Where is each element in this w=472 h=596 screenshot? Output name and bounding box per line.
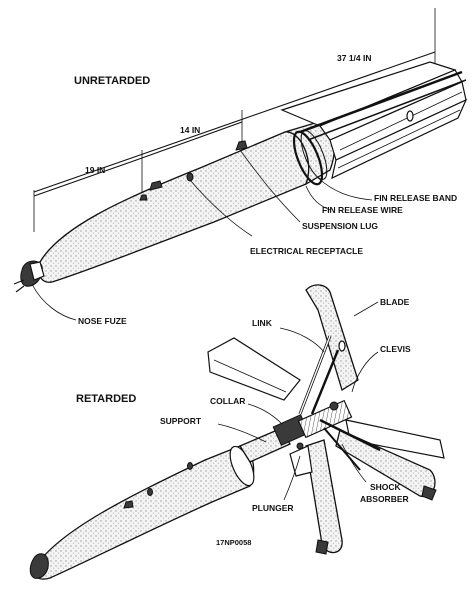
dimension-forward-line — [33, 157, 143, 197]
figure-code: 17NP0058 — [216, 538, 251, 547]
unretarded-view: UNRETARDED 37 1/4 IN 14 IN 19 IN — [13, 8, 468, 326]
label-suspension-lug: SUSPENSION LUG — [302, 221, 378, 231]
retarded-bomb-body — [29, 427, 291, 580]
unretarded-leaders — [31, 149, 373, 321]
dimension-lines — [33, 8, 436, 232]
dimension-overall-line — [33, 51, 436, 193]
retarder-assembly — [207, 284, 445, 555]
unretarded-tail-fins — [280, 61, 468, 180]
retarded-title: RETARDED — [76, 393, 136, 405]
retarded-leaders — [217, 301, 379, 501]
dimension-middle-line — [141, 121, 243, 159]
label-fin-release-band: FIN RELEASE BAND — [374, 193, 457, 203]
label-collar: COLLAR — [210, 396, 245, 406]
unretarded-bomb-body — [37, 119, 336, 283]
label-link: LINK — [252, 318, 273, 328]
label-shock: SHOCK — [370, 482, 402, 492]
label-absorber: ABSORBER — [360, 494, 409, 504]
retarded-view: RETARDED — [29, 284, 445, 580]
label-fin-release-wire: FIN RELEASE WIRE — [322, 205, 403, 215]
label-blade: BLADE — [380, 297, 410, 307]
dimension-forward-label: 19 IN — [85, 165, 105, 175]
label-support: SUPPORT — [160, 416, 202, 426]
label-nose-fuze: NOSE FUZE — [78, 316, 127, 326]
unretarded-nose-fuze — [13, 260, 45, 293]
label-plunger: PLUNGER — [252, 503, 294, 513]
label-electrical-receptacle: ELECTRICAL RECEPTACLE — [250, 246, 363, 256]
label-clevis: CLEVIS — [380, 344, 411, 354]
dimension-middle-label: 14 IN — [180, 125, 200, 135]
unretarded-title: UNRETARDED — [74, 75, 150, 87]
dimension-overall-label: 37 1/4 IN — [337, 53, 372, 63]
